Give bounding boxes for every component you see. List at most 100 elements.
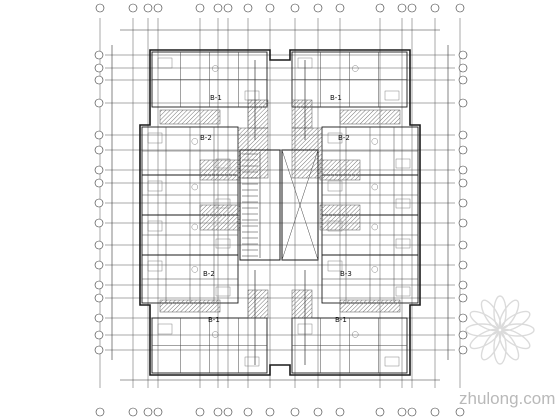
bed-symbol bbox=[157, 57, 173, 69]
axis-bubble-top bbox=[290, 3, 300, 13]
axis-bubble-bottom bbox=[223, 407, 233, 417]
axis-bubble-bottom bbox=[153, 407, 163, 417]
fixture-symbol bbox=[212, 331, 219, 338]
bed-symbol bbox=[395, 238, 411, 249]
hatched-service-area bbox=[291, 289, 313, 319]
axis-bubble-right bbox=[458, 280, 468, 290]
bed-symbol bbox=[147, 220, 163, 232]
axis-bubble-left bbox=[94, 75, 104, 85]
unit-tag-label: B-2 bbox=[203, 270, 215, 278]
axis-bubble-bottom bbox=[95, 407, 105, 417]
fixture-symbol bbox=[352, 65, 359, 72]
axis-bubble-top bbox=[95, 3, 105, 13]
logo-petal bbox=[469, 328, 500, 350]
axis-bubble-right bbox=[458, 75, 468, 85]
logo-petal bbox=[493, 331, 507, 365]
stair-core bbox=[239, 149, 281, 261]
hatched-service-area bbox=[159, 109, 221, 125]
axis-bubble-bottom bbox=[290, 407, 300, 417]
bed-symbol bbox=[147, 132, 163, 144]
axis-bubble-left bbox=[94, 130, 104, 140]
axis-bubble-left bbox=[94, 98, 104, 108]
axis-bubble-left bbox=[94, 63, 104, 73]
axis-bubble-top bbox=[455, 3, 465, 13]
fixture-symbol bbox=[191, 183, 199, 191]
watermark: zhulong.com bbox=[459, 295, 555, 408]
axis-bubble-right bbox=[458, 293, 468, 303]
hatched-service-area bbox=[159, 299, 221, 313]
axis-bubble-right bbox=[458, 50, 468, 60]
watermark-text: zhulong.com bbox=[459, 389, 555, 408]
axis-bubble-top bbox=[243, 3, 253, 13]
axis-bubble-left bbox=[94, 260, 104, 270]
bed-symbol bbox=[395, 286, 411, 297]
fixture-symbol bbox=[371, 266, 378, 273]
axis-bubble-top bbox=[143, 3, 153, 13]
axis-bubble-left bbox=[94, 178, 104, 188]
axis-bubble-left bbox=[94, 145, 104, 155]
bed-symbol bbox=[327, 260, 343, 272]
fixture-symbol bbox=[371, 138, 378, 145]
axis-bubble-top bbox=[128, 3, 138, 13]
hatched-service-area bbox=[199, 204, 241, 231]
axis-bubble-top bbox=[195, 3, 205, 13]
hatched-service-area bbox=[319, 159, 361, 181]
bed-symbol bbox=[384, 90, 400, 101]
axis-bubble-top bbox=[407, 3, 417, 13]
axis-bubble-top bbox=[153, 3, 163, 13]
logo-petal bbox=[465, 323, 499, 337]
axis-bubble-left bbox=[94, 293, 104, 303]
unit-tag-label: B-1 bbox=[210, 94, 222, 102]
fixture-symbol bbox=[371, 183, 378, 191]
axis-bubble-right bbox=[458, 145, 468, 155]
bed-symbol bbox=[244, 356, 260, 367]
axis-bubble-bottom bbox=[397, 407, 407, 417]
watermark-logo-icon bbox=[465, 295, 535, 365]
axis-bubble-left bbox=[94, 345, 104, 355]
logo-petal bbox=[500, 310, 531, 332]
axis-bubbles bbox=[94, 3, 468, 417]
logo-petal bbox=[469, 310, 500, 332]
logo-petal bbox=[500, 328, 531, 350]
axis-bubble-top bbox=[375, 3, 385, 13]
axis-bubble-bottom bbox=[128, 407, 138, 417]
axis-bubble-right bbox=[458, 260, 468, 270]
hatched-service-area bbox=[339, 299, 401, 313]
unit-tag-label: B-1 bbox=[330, 94, 342, 102]
axis-bubble-left bbox=[94, 218, 104, 228]
hatched-service-area bbox=[247, 289, 269, 319]
bed-symbol bbox=[395, 198, 411, 209]
fixture-symbol bbox=[212, 65, 219, 72]
axis-bubble-left bbox=[94, 240, 104, 250]
bed-symbol bbox=[244, 90, 260, 101]
fixture-symbol bbox=[191, 223, 199, 231]
axis-bubble-bottom bbox=[243, 407, 253, 417]
hatched-service-area bbox=[247, 99, 269, 129]
bed-symbol bbox=[327, 132, 343, 144]
axis-bubble-top bbox=[265, 3, 275, 13]
hatched-service-area bbox=[237, 127, 269, 179]
room-layout bbox=[141, 51, 419, 374]
axis-bubble-right bbox=[458, 330, 468, 340]
axis-bubble-bottom bbox=[313, 407, 323, 417]
logo-petal bbox=[480, 330, 502, 361]
axis-bubble-left bbox=[94, 280, 104, 290]
bed-symbol bbox=[215, 286, 231, 297]
axis-bubble-right bbox=[458, 345, 468, 355]
bed-symbol bbox=[157, 323, 173, 335]
axis-bubble-left bbox=[94, 330, 104, 340]
unit-tag-label: B-2 bbox=[338, 134, 350, 142]
fixture-symbol bbox=[191, 266, 199, 273]
axis-bubble-top bbox=[223, 3, 233, 13]
exterior-wall bbox=[139, 49, 421, 376]
bed-symbol bbox=[147, 180, 163, 192]
axis-bubble-top bbox=[335, 3, 345, 13]
axis-bubble-left bbox=[94, 198, 104, 208]
hatched-service-area bbox=[199, 159, 241, 181]
unit-tag-label: B-1 bbox=[208, 316, 220, 324]
axis-bubble-right bbox=[458, 63, 468, 73]
axis-bubble-bottom bbox=[407, 407, 417, 417]
